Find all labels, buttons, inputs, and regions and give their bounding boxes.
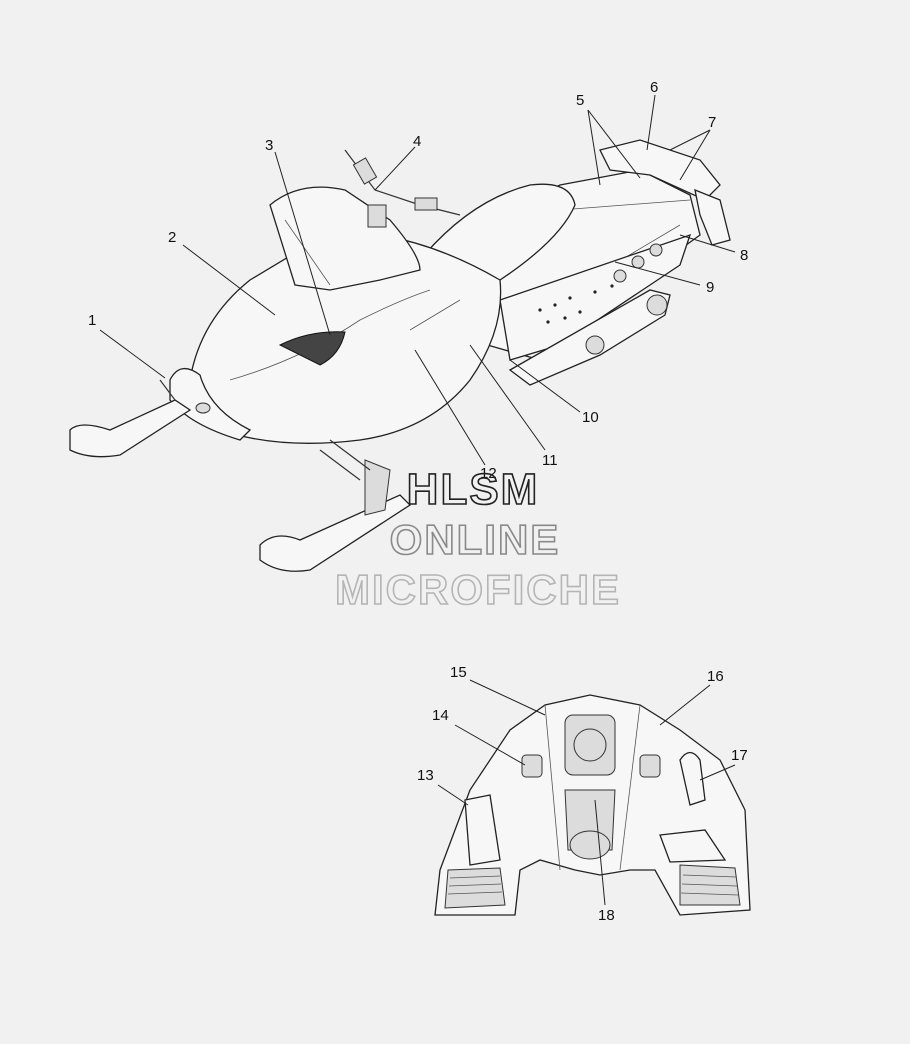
callout-leaders-main [99, 94, 736, 466]
tunnel-hole [613, 269, 627, 283]
callout-15: 15 [450, 664, 467, 681]
tunnel-rivets [538, 284, 614, 324]
handlebar-riser [367, 204, 387, 228]
side-panel-left [464, 794, 501, 866]
watermark-line-1: HLSM [407, 465, 540, 514]
hand-control-right [414, 197, 438, 211]
callout-14: 14 [432, 707, 449, 724]
callout-10: 10 [582, 409, 599, 426]
callout-18: 18 [598, 907, 615, 924]
spindle-right [364, 459, 391, 516]
watermark: HLSM ONLINE MICROFICHE [334, 464, 621, 614]
callout-7: 7 [708, 114, 716, 131]
gauge [573, 728, 607, 762]
footrest-left-grip [447, 875, 503, 895]
snowmobile-side-view [69, 139, 731, 572]
callout-9: 9 [706, 279, 714, 296]
callout-5: 5 [576, 92, 584, 109]
idler-wheel [585, 335, 605, 355]
callout-2: 2 [168, 229, 176, 246]
callout-11: 11 [542, 452, 558, 469]
footrest-left [444, 867, 506, 909]
callout-4: 4 [413, 133, 421, 150]
callout-12: 12 [480, 465, 497, 482]
knee-pad-right [639, 754, 661, 778]
running-board-right [659, 829, 727, 863]
side-panel-right [679, 751, 706, 806]
callout-13: 13 [417, 767, 434, 784]
callout-3: 3 [265, 137, 273, 154]
watermark-line-2: ONLINE [390, 516, 561, 563]
rear-bumper [599, 139, 721, 201]
front-bumper [169, 368, 252, 441]
footrest-right-grip [680, 874, 739, 896]
headlight [195, 402, 211, 414]
callout-6: 6 [650, 79, 658, 96]
tunnel-hole [649, 243, 663, 257]
callout-labels: 1 2 3 4 5 6 7 8 9 10 11 12 13 14 15 16 1… [88, 79, 748, 924]
tunnel-hole [631, 255, 645, 269]
watermark-line-3: MICROFICHE [335, 566, 621, 613]
callout-16: 16 [707, 668, 724, 685]
ski-left [69, 399, 192, 458]
idler-wheel [646, 294, 668, 316]
hand-control-left [352, 157, 378, 185]
snow-flap [694, 188, 731, 246]
callout-leaders-console [437, 679, 736, 906]
knee-pad-left [521, 754, 543, 778]
callout-1: 1 [88, 312, 96, 329]
callout-17: 17 [731, 747, 748, 764]
ski-right [259, 494, 412, 572]
console-front-view [434, 694, 751, 916]
callout-8: 8 [740, 247, 748, 264]
windshield [269, 186, 421, 291]
hood-decal [278, 331, 346, 366]
console-opening [569, 830, 611, 860]
